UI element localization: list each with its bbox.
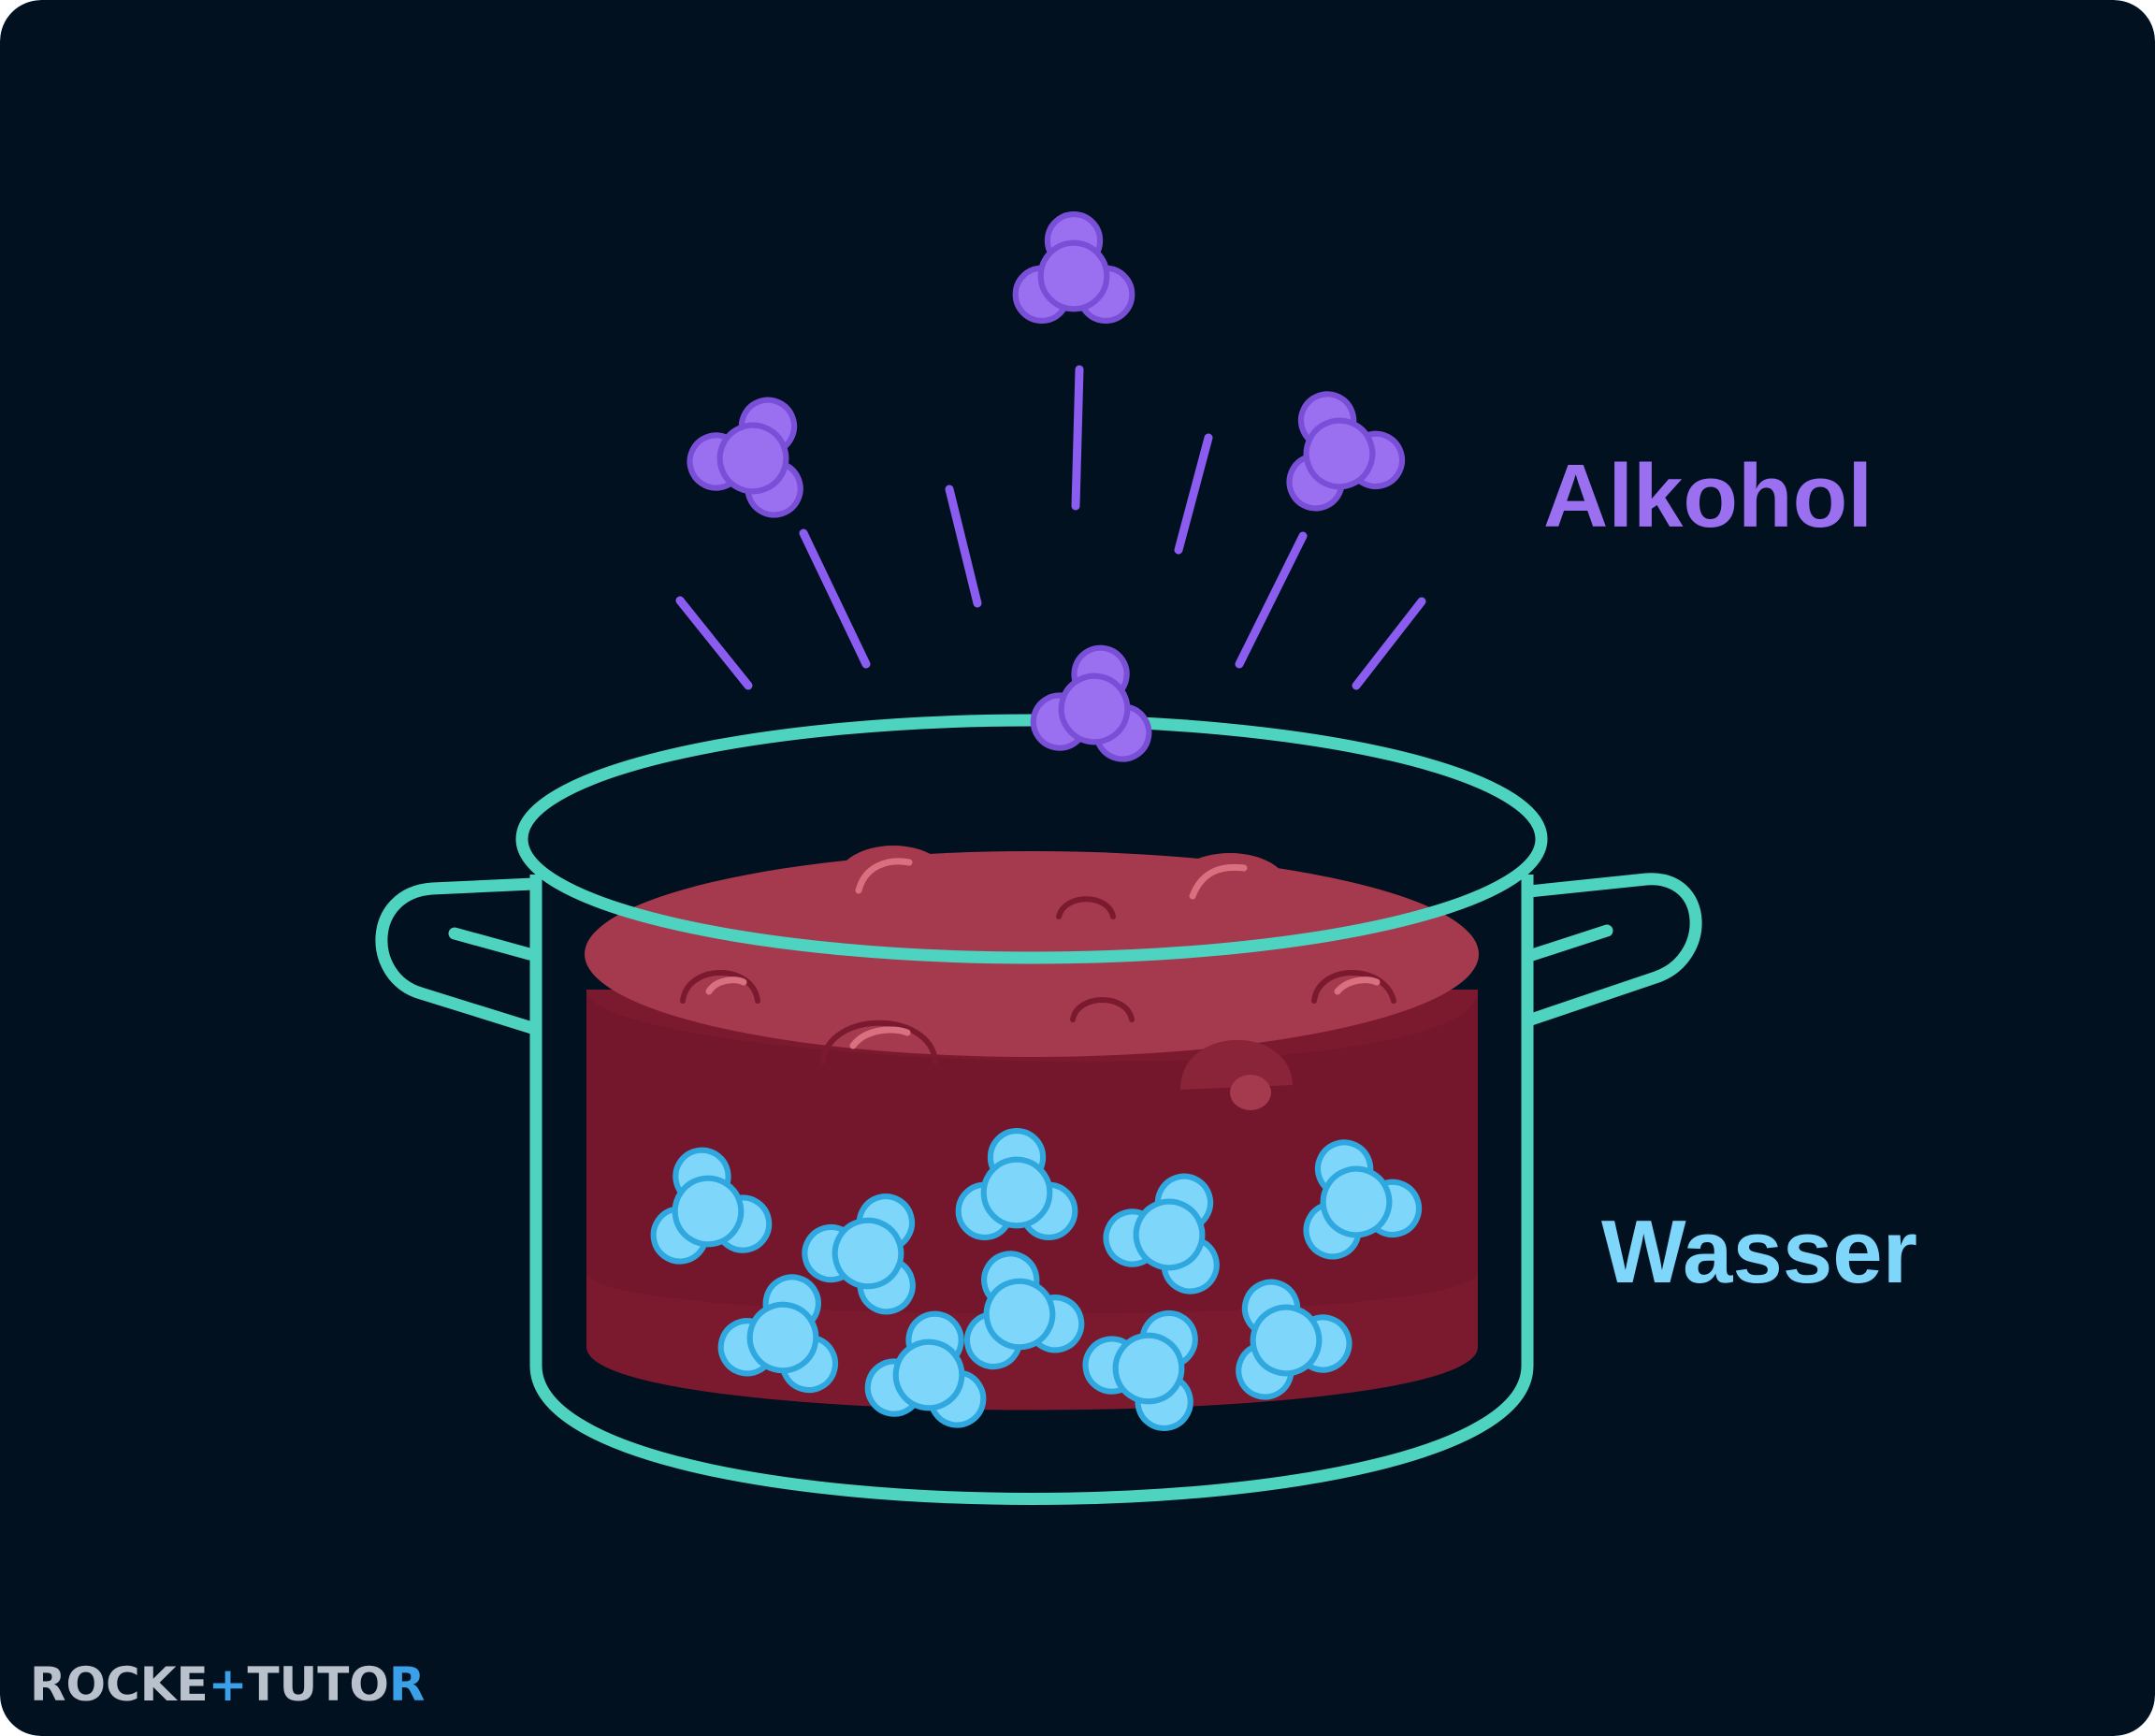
atom-core — [1058, 673, 1131, 745]
bubble-highlight — [855, 858, 913, 894]
water-molecule-icon — [955, 1128, 1078, 1240]
brand-part: TUTO — [248, 1657, 389, 1712]
water-molecule-icon — [963, 1251, 1085, 1370]
left-handle-slot — [448, 927, 536, 961]
atom-core — [832, 1217, 904, 1290]
atom-core — [1133, 1198, 1206, 1271]
bubble-highlight — [1189, 863, 1248, 900]
pot-body — [529, 875, 1534, 1505]
surface-bubbles — [680, 896, 1396, 1064]
atom-core — [672, 1175, 745, 1248]
right-handle-icon — [1523, 873, 1702, 1026]
vapor-line — [1235, 531, 1308, 669]
water-molecules — [650, 1128, 1423, 1431]
vapor-line — [1174, 433, 1213, 555]
alcohol-molecules — [687, 211, 1406, 762]
brand-part: ROCKE — [30, 1657, 209, 1712]
water-molecule-icon — [1236, 1279, 1352, 1400]
bubble-highlight — [1334, 976, 1381, 995]
water-label: Wasser — [1601, 1202, 1917, 1302]
atom-core — [1037, 239, 1110, 312]
alcohol-molecule-icon — [1030, 644, 1152, 762]
bubble — [1070, 997, 1135, 1022]
water-molecule-icon — [1303, 1139, 1423, 1260]
pot-handles — [375, 873, 1702, 1035]
bubble — [1311, 970, 1396, 1004]
bubble-highlight — [1230, 1075, 1271, 1110]
water-molecule-icon — [1103, 1173, 1220, 1295]
atom-core — [1112, 1332, 1185, 1405]
atom-core — [1303, 417, 1376, 490]
bubble-highlight — [849, 1026, 911, 1049]
alcohol-molecule-icon — [687, 397, 803, 518]
water-molecule-icon — [650, 1147, 773, 1265]
bubble — [680, 970, 760, 1004]
vapor-lines — [675, 365, 1426, 690]
left-handle-icon — [375, 877, 542, 1035]
atom-core — [746, 1301, 819, 1374]
brand-tail: R — [389, 1657, 426, 1712]
atom-core — [983, 1278, 1056, 1351]
vapor-line — [1071, 365, 1084, 511]
alcohol-molecule-icon — [1286, 391, 1406, 512]
atom-core — [1320, 1165, 1393, 1238]
water-molecule-icon — [717, 1274, 839, 1394]
water-molecule-icon — [1082, 1309, 1198, 1431]
bubble — [820, 1020, 938, 1064]
vapor-line — [799, 528, 871, 669]
brand-mark: + — [209, 1657, 248, 1712]
alcohol-molecule-icon — [1012, 211, 1135, 324]
alcohol-label: Alkohol — [1543, 446, 1873, 546]
water-molecule-icon — [802, 1194, 916, 1315]
water-molecule-icon — [864, 1310, 987, 1428]
bubble — [1180, 1039, 1293, 1090]
bubble-highlights — [705, 858, 1381, 1049]
bubble — [1056, 896, 1116, 919]
vapor-line — [675, 596, 753, 690]
vapor-line — [1352, 597, 1426, 690]
vapor-line — [945, 485, 982, 608]
atom-core — [1250, 1304, 1323, 1377]
right-handle-slot — [1523, 924, 1613, 962]
atom-core — [892, 1338, 965, 1411]
atom-core — [716, 422, 789, 495]
bubble-highlight — [705, 976, 747, 995]
brand-logo: ROCKE+TUTOR — [30, 1657, 425, 1712]
atom-core — [980, 1156, 1053, 1229]
